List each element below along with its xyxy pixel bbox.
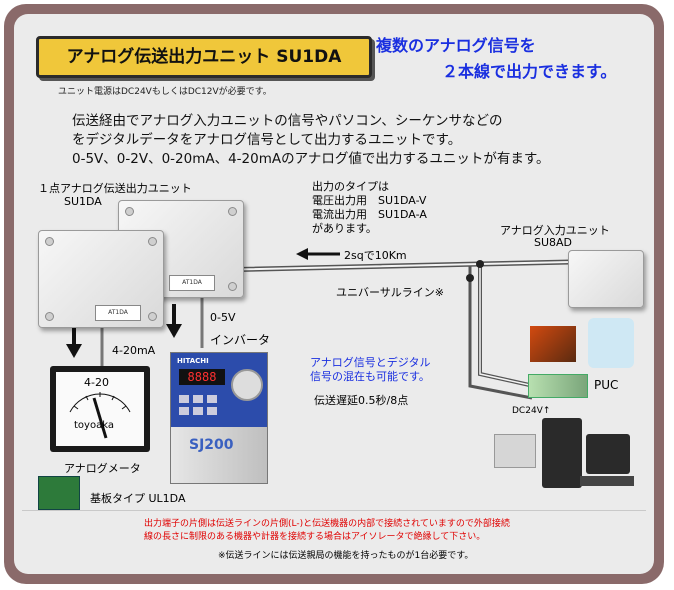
signal-arrow-head	[296, 248, 308, 260]
meter-needle	[69, 392, 131, 439]
unit-front-plate: AT1DA	[95, 305, 141, 321]
output-types-line-3: 電流出力用 SU1DA-A	[312, 208, 427, 221]
headline-line-1: 複数のアナログ信号を	[376, 36, 536, 55]
su8ad-unit	[568, 250, 644, 308]
description-line-2: をデジタルデータをアナログ信号として出力するユニットです。	[72, 132, 462, 148]
analog-input-label-2: SU8AD	[534, 236, 573, 249]
arrow-down-meter-shaft	[72, 324, 76, 346]
unit-back-plate: AT1DA	[169, 275, 215, 291]
analog-meter: 4-20 toyoaka	[50, 366, 150, 452]
puc-label: PUC	[594, 378, 619, 392]
unit-label-line-1: １点アナログ伝送出力ユニット	[38, 182, 192, 195]
pc-keyboard	[580, 476, 634, 486]
line-length-label: 2sqで10Km	[344, 249, 407, 262]
meter-scale: 4-20	[84, 376, 109, 389]
puc-device	[528, 374, 588, 398]
mix-note-line-1: アナログ信号とデジタル	[310, 356, 431, 369]
output-types-line-4: があります。	[312, 222, 377, 235]
wiring-diagram	[66, 248, 571, 400]
description-line-3: 0-5V、0-2V、0-20mA、4-20mAのアナログ値で出力するユニットが有…	[72, 151, 550, 167]
headline-line-2: ２本線で出力できます。	[442, 62, 617, 81]
supply-note: ユニット電源はDC24VもしくはDC12Vが必要です。	[58, 87, 272, 97]
page-title: アナログ伝送出力ユニット SU1DA	[66, 47, 342, 67]
inverter-device: HITACHI 8888 SJ200	[170, 352, 268, 484]
junction-dot-2	[466, 274, 474, 282]
output-types-line-2: 電圧出力用 SU1DA-V	[312, 194, 427, 207]
su1da-unit-front: AT1DA	[38, 230, 164, 328]
meter-face: 4-20 toyoaka	[56, 372, 144, 446]
signal-05v-label: 0-5V	[210, 311, 236, 324]
furnace-image	[530, 326, 576, 362]
puc-line-outer	[478, 264, 535, 388]
pc-tower	[542, 418, 582, 488]
title-banner: アナログ伝送出力ユニット SU1DA	[36, 36, 372, 78]
separator	[22, 510, 646, 511]
meter-brand: toyoaka	[74, 420, 114, 431]
output-types-line-1: 出力のタイプは	[312, 180, 389, 193]
inverter-panel: HITACHI 8888	[171, 353, 267, 427]
board-image	[38, 476, 80, 510]
arrow-down-inverter-shaft	[172, 304, 176, 326]
arrow-down-inverter-head	[166, 324, 182, 338]
delay-label: 伝送遅延0.5秒/8点	[314, 394, 409, 407]
universal-line-label: ユニバーサルライン※	[336, 286, 444, 299]
signal-420-label: 4-20mA	[112, 344, 156, 357]
board-label: 基板タイプ UL1DA	[90, 492, 186, 505]
puc-line-inner	[479, 264, 535, 387]
warning-line-1: 出力端子の片側は伝送ラインの片側(L-)と伝送機器の内部で接続されていますので外…	[144, 519, 510, 529]
footnote: ※伝送ラインには伝送親局の機能を持ったものが1台必要です。	[218, 551, 474, 561]
unit-label-line-2: SU1DA	[64, 195, 102, 208]
description-line-1: 伝送経由でアナログ入力ユニットの信号やパソコン、シーケンサなどの	[72, 113, 503, 129]
mix-note-line-2: 信号の混在も可能です。	[310, 370, 430, 383]
puc-line-2	[468, 266, 533, 400]
junction-dot-1	[476, 260, 484, 268]
arrow-down-meter-head	[66, 344, 82, 358]
dc24v-label: DC24V↑	[512, 406, 551, 416]
analog-input-label-1: アナログ入力ユニット	[500, 224, 610, 237]
inverter-display: 8888	[179, 369, 225, 385]
meter-label: アナログメータ	[64, 462, 141, 475]
inverter-model: SJ200	[189, 437, 234, 453]
tank-image	[588, 318, 634, 368]
pc-monitor	[586, 434, 630, 474]
transmission-line-inner	[213, 261, 571, 271]
output-types: 出力のタイプは 電圧出力用 SU1DA-V 電流出力用 SU1DA-A がありま…	[312, 180, 427, 236]
diagram-panel: アナログ伝送出力ユニット SU1DA ユニット電源はDC24VもしくはDC12V…	[14, 14, 654, 574]
inverter-brand: HITACHI	[177, 357, 209, 365]
inverter-knob	[231, 369, 263, 401]
warning-line-2: 線の長さに制限のある機器や計器を接続する場合はアイソレータで絶縁して下さい。	[144, 532, 486, 542]
inverter-label: インバータ	[210, 333, 271, 347]
plc-device	[494, 434, 536, 468]
